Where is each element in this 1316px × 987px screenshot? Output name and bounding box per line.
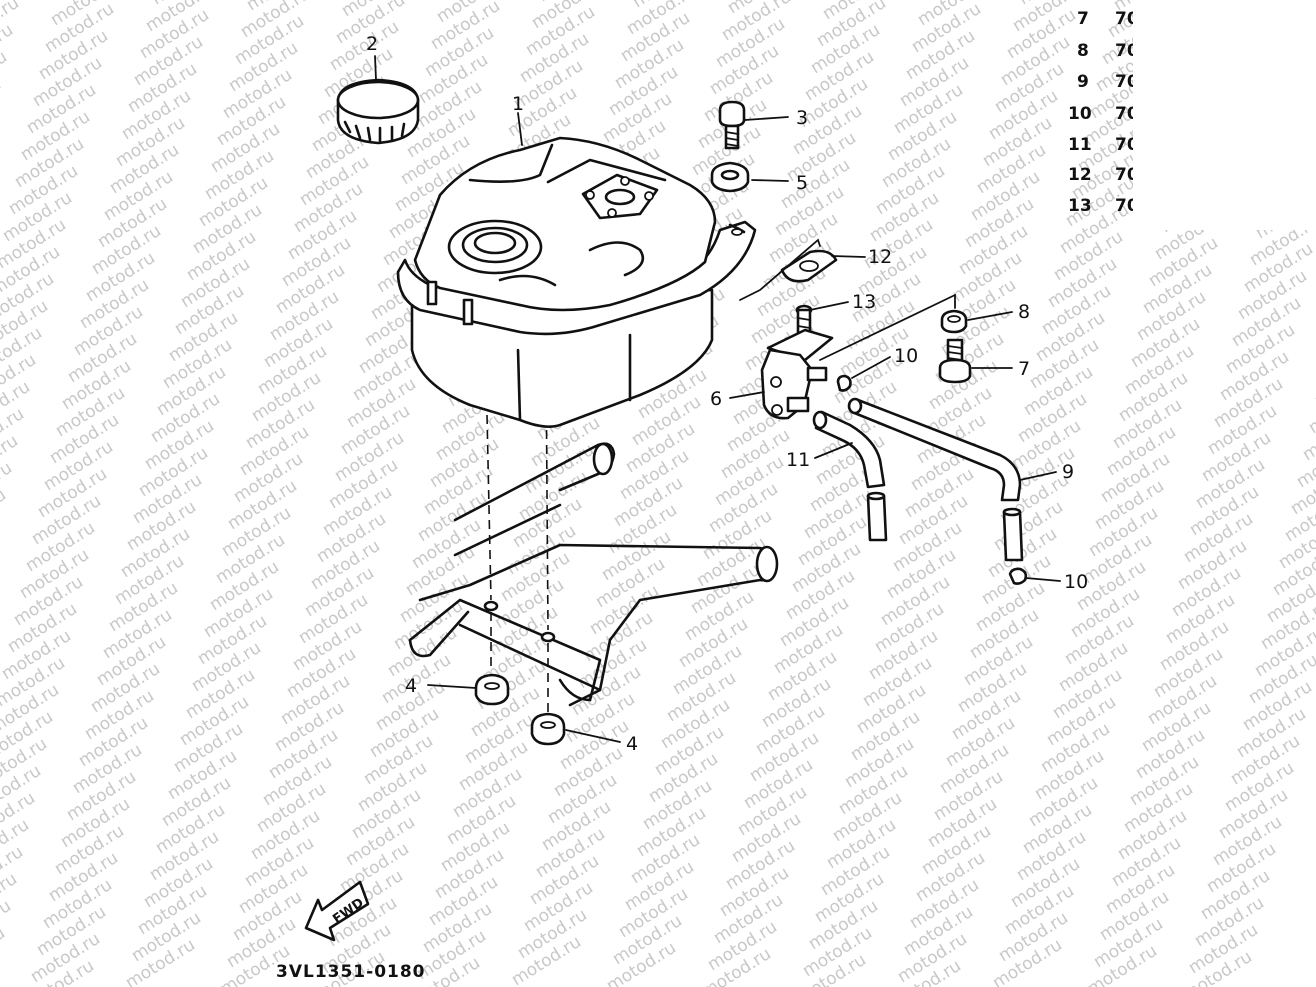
part-list-code: 70	[1115, 72, 1139, 92]
clip-10a	[836, 374, 852, 392]
damper-5	[710, 161, 750, 193]
damper-4a	[474, 673, 510, 706]
part-list-num: 12	[1068, 165, 1092, 185]
callout-9: 9	[1062, 461, 1074, 483]
watermark-text: motod.ru	[0, 47, 11, 105]
frame-tubes	[408, 442, 779, 707]
watermark-text: motod.ru	[0, 896, 15, 954]
callout-4a: 4	[405, 675, 417, 697]
hose-11	[812, 410, 888, 542]
watermark-text: motod.ru	[0, 923, 9, 981]
watermark-text: motod.ru	[0, 74, 5, 132]
callout-8: 8	[1018, 301, 1030, 323]
fuel-cock-6	[760, 294, 956, 420]
callout-4b: 4	[626, 733, 638, 755]
callout-10a: 10	[894, 345, 918, 367]
mount-guide-line	[486, 414, 492, 601]
washer-8	[940, 294, 968, 334]
callout-7: 7	[1018, 358, 1030, 380]
watermark-text: motod.ru	[0, 458, 16, 516]
diagram-code: 3VL1351-0180	[276, 962, 426, 982]
watermark-text: motod.ru	[0, 950, 3, 987]
part-list-num: 11	[1068, 135, 1092, 155]
callout-3: 3	[796, 107, 808, 129]
watermark-text: motod.ru	[0, 485, 10, 543]
part-list-code: 70	[1115, 165, 1139, 185]
part-list-num: 10	[1068, 104, 1092, 124]
part-list-num: 9	[1077, 72, 1089, 92]
callout-6: 6	[710, 388, 722, 410]
watermark-text: motod.ru	[1305, 380, 1316, 438]
part-list: 7 70 8 70 9 70 10 70 11 70 12 70 13 70	[1068, 0, 1316, 230]
bolt-7	[938, 338, 972, 384]
callout-11: 11	[786, 449, 810, 471]
bolt-3	[718, 100, 746, 150]
callouts: 1 2 3 5 12 13 6 10 8 7 9 10 11 4 4	[366, 33, 1088, 755]
part-list-num: 13	[1068, 196, 1092, 216]
part-list-code: 70	[1115, 41, 1139, 61]
part-list-num: 8	[1077, 41, 1089, 61]
part-list-code: 70	[1115, 104, 1139, 124]
callout-2: 2	[366, 33, 378, 55]
part-list-num: 7	[1077, 9, 1089, 29]
callout-12: 12	[868, 246, 892, 268]
damper-4b	[530, 712, 566, 746]
clip-10b	[1008, 567, 1028, 585]
part-list-code: 70	[1115, 9, 1139, 29]
fuel-tank	[396, 136, 757, 428]
hose-9	[847, 397, 1024, 562]
callout-13: 13	[852, 291, 876, 313]
callout-1: 1	[512, 93, 524, 115]
part-list-code: 70	[1115, 135, 1139, 155]
gasket-12	[739, 238, 838, 301]
fuel-cap	[336, 78, 420, 145]
callout-5: 5	[796, 172, 808, 194]
part-list-code: 70	[1115, 196, 1139, 216]
watermark-text: motod.ru	[0, 20, 17, 78]
watermark-text: motod.ru	[1311, 353, 1316, 411]
watermark-text: motod.ru	[0, 512, 4, 570]
leader-lines	[374, 55, 1061, 743]
callout-10b: 10	[1064, 571, 1088, 593]
